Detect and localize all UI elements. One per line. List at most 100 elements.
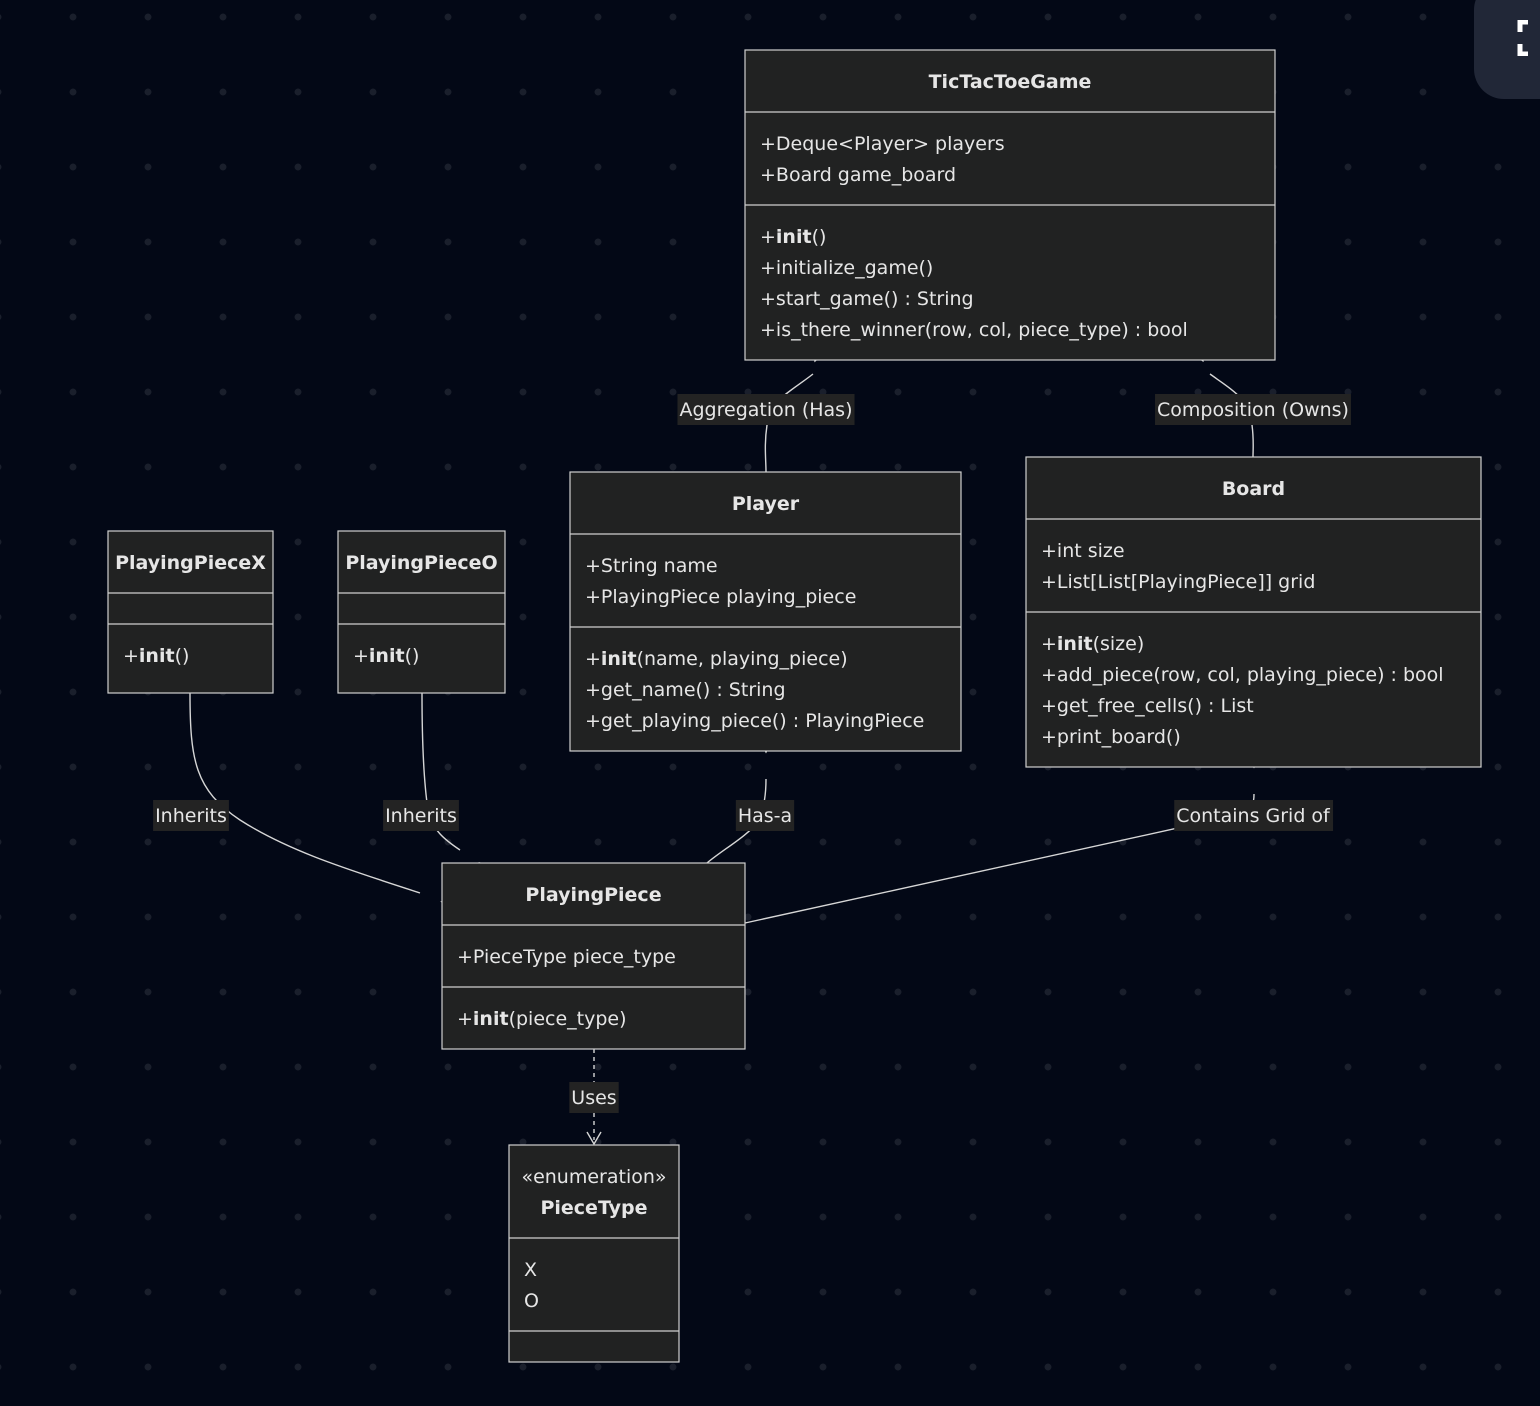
method-visibility: + <box>585 648 601 670</box>
fullscreen-icon <box>1517 20 1528 56</box>
edge-label-text: Uses <box>571 1087 616 1109</box>
method-visibility: + <box>585 679 601 701</box>
class-attribute: +Deque<Player> players <box>760 133 1005 155</box>
method-signature: () <box>405 645 420 667</box>
edge-label-background <box>569 1082 619 1113</box>
class-box <box>508 1144 680 1363</box>
edge-label: Inherits <box>383 800 459 831</box>
edge-label-text: Inherits <box>385 805 457 827</box>
class-attribute: +List[List[PlayingPiece]] grid <box>1041 571 1315 593</box>
method-visibility: + <box>760 319 776 341</box>
edge-labels-layer: Aggregation (Has) Composition (Owns) Inher… <box>153 394 1351 1113</box>
class-name: Player <box>732 493 800 515</box>
edge-label-background <box>153 800 229 831</box>
class-box <box>569 471 962 752</box>
edge-label: Uses <box>569 1082 619 1113</box>
edge-uses <box>586 1049 602 1146</box>
class-player[interactable]: Player +String name +PlayingPiece playing_… <box>569 471 962 752</box>
class-name: TicTacToeGame <box>929 71 1092 93</box>
class-attribute: +PlayingPiece playing_piece <box>585 586 856 608</box>
method-visibility: + <box>760 288 776 310</box>
method-name-bold: init <box>776 226 812 248</box>
edge-label: Contains Grid of <box>1174 800 1334 831</box>
class-method: +init() <box>760 226 826 248</box>
class-box <box>337 530 506 694</box>
method-signature: initialize_game() <box>776 257 933 279</box>
dependency-arrow-icon <box>586 1131 602 1146</box>
class-name: PieceType <box>540 1197 647 1219</box>
method-signature: get_free_cells() : List <box>1057 695 1254 717</box>
edge-label-text: Inherits <box>155 805 227 827</box>
edge-label-background <box>1155 394 1351 425</box>
edge-label-text: Composition (Owns) <box>1157 399 1349 421</box>
class-method: +is_there_winner(row, col, piece_type) :… <box>760 319 1188 341</box>
edge-label-background <box>1174 800 1334 831</box>
class-attribute: +PieceType piece_type <box>457 946 676 968</box>
edge-label: Has-a <box>735 800 795 831</box>
class-tic-tac-toe-game[interactable]: TicTacToeGame +Deque<Player> players +Boar… <box>744 49 1276 361</box>
method-signature: (name, playing_piece) <box>637 648 848 670</box>
class-attribute: +int size <box>1041 540 1125 562</box>
method-name-bold: init <box>473 1008 509 1030</box>
class-board[interactable]: Board +int size +List[List[PlayingPiece]] … <box>1025 456 1482 768</box>
class-name: PlayingPieceX <box>115 552 266 574</box>
method-name-bold: init <box>369 645 405 667</box>
class-method: +get_name() : String <box>585 679 786 701</box>
method-visibility: + <box>457 1008 473 1030</box>
class-method: +init() <box>123 645 189 667</box>
class-method: +get_free_cells() : List <box>1041 695 1254 717</box>
method-signature: print_board() <box>1057 726 1181 748</box>
class-method: +init(size) <box>1041 633 1144 655</box>
edge-label-background <box>735 800 795 831</box>
method-visibility: + <box>1041 664 1057 686</box>
method-visibility: + <box>760 226 776 248</box>
class-name: Board <box>1222 478 1285 500</box>
method-visibility: + <box>123 645 139 667</box>
nodes-layer: TicTacToeGame+Deque<Player> players+Boar… <box>107 49 1482 1363</box>
class-name: PlayingPieceO <box>345 552 497 574</box>
class-box <box>107 530 274 694</box>
method-name-bold: init <box>601 648 637 670</box>
class-name: PlayingPiece <box>525 884 661 906</box>
class-method: +get_playing_piece() : PlayingPiece <box>585 710 924 732</box>
method-visibility: + <box>1041 633 1057 655</box>
method-signature: add_piece(row, col, playing_piece) : boo… <box>1057 664 1444 686</box>
method-visibility: + <box>353 645 369 667</box>
class-playing-piece-x[interactable]: PlayingPieceX +init() <box>107 530 274 694</box>
class-attribute: +Board game_board <box>760 164 956 186</box>
method-signature: get_playing_piece() : PlayingPiece <box>601 710 924 732</box>
edge-line <box>189 692 421 894</box>
edge-label-text: Contains Grid of <box>1176 805 1331 827</box>
method-visibility: + <box>1041 695 1057 717</box>
class-playing-piece[interactable]: PlayingPiece +PieceType piece_type +init(p… <box>441 862 746 1050</box>
class-method: +initialize_game() <box>760 257 933 279</box>
method-signature: (size) <box>1093 633 1145 655</box>
method-visibility: + <box>760 257 776 279</box>
class-method: +init(name, playing_piece) <box>585 648 848 670</box>
edge-label-text: Has-a <box>738 805 792 827</box>
method-signature: () <box>175 645 190 667</box>
class-stereotype: «enumeration» <box>521 1166 666 1188</box>
class-attribute: +String name <box>585 555 718 577</box>
class-method: +init() <box>353 645 419 667</box>
edge-inherits-o <box>421 692 505 885</box>
class-method: +start_game() : String <box>760 288 974 310</box>
edge-label: Composition (Owns) <box>1155 394 1351 425</box>
class-playing-piece-o[interactable]: PlayingPieceO +init() <box>337 530 506 694</box>
edge-label-text: Aggregation (Has) <box>680 399 853 421</box>
method-name-bold: init <box>139 645 175 667</box>
class-method: +init(piece_type) <box>457 1008 627 1030</box>
method-visibility: + <box>585 710 601 732</box>
fullscreen-button[interactable] <box>1474 0 1540 99</box>
class-method: +add_piece(row, col, playing_piece) : bo… <box>1041 664 1444 686</box>
method-signature: is_there_winner(row, col, piece_type) : … <box>776 319 1188 341</box>
method-signature: get_name() : String <box>601 679 786 701</box>
edge-label-background <box>677 394 855 425</box>
class-box <box>441 862 746 1050</box>
edge-label: Inherits <box>153 800 229 831</box>
class-attribute: X <box>524 1259 537 1281</box>
edge-label: Aggregation (Has) <box>677 394 855 425</box>
method-visibility: + <box>1041 726 1057 748</box>
